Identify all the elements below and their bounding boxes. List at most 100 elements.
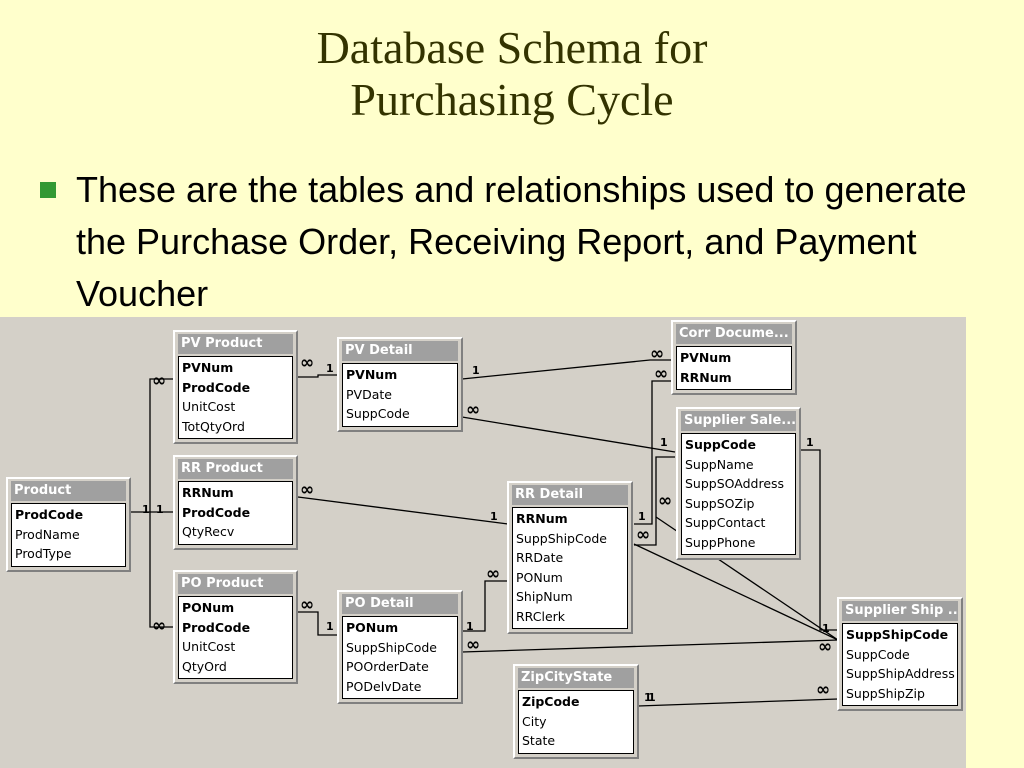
table-title[interactable]: Product [11, 481, 126, 501]
table-product[interactable]: Product ProdCode ProdName ProdType [6, 477, 131, 572]
field-item[interactable]: SuppCode [346, 406, 410, 421]
field-item[interactable]: SuppSOAddress [685, 476, 785, 491]
table-rr-detail[interactable]: RR Detail RRNum SuppShipCode RRDate PONu… [507, 481, 633, 634]
rel-pvproduct-pvdetail [298, 374, 338, 378]
rel-suppliersales-suppliership [800, 449, 838, 631]
field-list: PONum ProdCode UnitCost QtyOrd [178, 596, 293, 679]
field-item[interactable]: ProdCode [182, 379, 251, 395]
cardinality-one: 1 [644, 691, 652, 704]
slide-title-line-2: Purchasing Cycle [350, 74, 674, 125]
table-title[interactable]: ZipCityState [518, 668, 634, 688]
cardinality-many: ∞ [300, 480, 314, 500]
field-item[interactable]: ProdCode [15, 507, 84, 522]
table-title[interactable]: Supplier Ship ... [842, 601, 958, 621]
field-item[interactable]: RRNum [182, 485, 234, 500]
field-list: PONum SuppShipCode POOrderDate PODelvDat… [342, 616, 458, 699]
field-list: PVNum RRNum [676, 346, 792, 390]
rel-rrproduct-rrdetail [297, 496, 509, 525]
field-item[interactable]: TotQtyOrd [182, 418, 245, 434]
field-item[interactable]: UnitCost [182, 639, 236, 654]
table-title[interactable]: PO Product [178, 574, 293, 594]
table-title[interactable]: PO Detail [342, 594, 458, 614]
cardinality-many: ∞ [152, 371, 166, 391]
rel-pvdetail-corr [461, 359, 672, 380]
field-item[interactable]: City [522, 713, 547, 729]
cardinality-one: 1 [156, 503, 164, 516]
cardinality-many: ∞ [152, 616, 166, 636]
field-list: RRNum SuppShipCode RRDate PONum ShipNum … [512, 507, 628, 629]
cardinality-one: 1 [806, 436, 814, 449]
field-item[interactable]: ZipCode [522, 694, 580, 709]
field-item[interactable]: PODelvDate [346, 678, 422, 694]
field-list: PVNum PVDate SuppCode [342, 363, 458, 427]
field-item[interactable]: POOrderDate [346, 659, 429, 674]
field-item[interactable]: RRDate [516, 550, 564, 565]
rel-rrdetail-suppliership [634, 456, 675, 546]
table-corr-document[interactable]: Corr Docume... PVNum RRNum [671, 320, 797, 395]
bullet-text: These are the tables and relationships u… [76, 169, 967, 314]
field-item[interactable]: State [522, 733, 556, 748]
field-item[interactable]: ProdName [15, 526, 80, 542]
rel-zip-suppliership [637, 698, 839, 707]
rel-podetail-suppliership [461, 639, 839, 653]
field-item[interactable]: SuppShipZip [846, 685, 925, 701]
table-zip-city-state[interactable]: ZipCityState ZipCode City State [513, 664, 639, 759]
field-item[interactable]: PONum [182, 600, 235, 615]
table-title[interactable]: RR Product [178, 459, 293, 479]
table-title[interactable]: PV Detail [342, 341, 458, 361]
field-item[interactable]: PVNum [346, 367, 398, 382]
field-item[interactable]: PONum [516, 569, 563, 585]
cardinality-many: ∞ [300, 595, 314, 615]
table-title[interactable]: Corr Docume... [676, 324, 792, 344]
field-list: SuppCode SuppName SuppSOAddress SuppSOZi… [681, 433, 796, 555]
rel-pvdetail-suppliersales [461, 416, 676, 453]
cardinality-one: 1 [490, 510, 498, 523]
field-item[interactable]: ShipNum [516, 589, 573, 604]
table-po-detail[interactable]: PO Detail PONum SuppShipCode POOrderDate… [337, 590, 463, 704]
cardinality-one: 1 [638, 510, 646, 523]
field-item[interactable]: PVNum [182, 360, 234, 375]
field-item[interactable]: RRClerk [516, 608, 566, 624]
table-pv-detail[interactable]: PV Detail PVNum PVDate SuppCode [337, 337, 463, 432]
cardinality-many: ∞ [486, 564, 500, 584]
field-item[interactable]: PVNum [680, 350, 732, 365]
field-item[interactable]: QtyRecv [182, 524, 235, 539]
field-item[interactable]: SuppShipAddress [846, 666, 955, 681]
field-item[interactable]: RRNum [516, 511, 568, 526]
table-title[interactable]: Supplier Sale... [681, 411, 796, 431]
cardinality-many: ∞ [300, 353, 314, 373]
table-rr-product[interactable]: RR Product RRNum ProdCode QtyRecv [173, 455, 298, 550]
field-item[interactable]: SuppShipCode [846, 627, 949, 642]
field-item[interactable]: SuppSOZip [685, 495, 755, 511]
slide-title-line-1: Database Schema for [316, 22, 708, 73]
field-item[interactable]: UnitCost [182, 399, 236, 414]
field-item[interactable]: ProdCode [182, 504, 251, 520]
field-item[interactable]: SuppCode [846, 646, 910, 662]
field-item[interactable]: QtyOrd [182, 658, 227, 674]
field-item[interactable]: SuppContact [685, 515, 766, 530]
field-item[interactable]: SuppName [685, 456, 754, 472]
field-item[interactable]: SuppShipCode [346, 639, 437, 655]
field-item[interactable]: SuppCode [685, 437, 756, 452]
field-item[interactable]: ProdType [15, 546, 72, 561]
cardinality-many: ∞ [636, 525, 650, 545]
field-item[interactable]: ProdCode [182, 619, 251, 635]
table-po-product[interactable]: PO Product PONum ProdCode UnitCost QtyOr… [173, 570, 298, 684]
cardinality-one: 1 [326, 620, 334, 633]
table-supplier-sales[interactable]: Supplier Sale... SuppCode SuppName SuppS… [676, 407, 801, 560]
field-item[interactable]: RRNum [680, 369, 732, 385]
relationships-diagram: ∞ 1 1 ∞ ∞ 1 1 ∞ ∞ ∞ 1 1 ∞ 1 1 ∞ ∞ ∞ ∞ 1 … [0, 317, 966, 768]
field-item[interactable]: PVDate [346, 386, 392, 402]
field-item[interactable]: PONum [346, 620, 399, 635]
field-item[interactable]: SuppPhone [685, 534, 756, 550]
field-item[interactable]: SuppShipCode [516, 530, 607, 546]
rel-podetail-rrdetail [462, 580, 508, 632]
bullet-square-icon [40, 182, 56, 198]
table-supplier-ship[interactable]: Supplier Ship ... SuppShipCode SuppCode … [837, 597, 963, 711]
table-title[interactable]: PV Product [178, 334, 293, 354]
cardinality-many: ∞ [466, 400, 480, 420]
table-title[interactable]: RR Detail [512, 485, 628, 505]
table-pv-product[interactable]: PV Product PVNum ProdCode UnitCost TotQt… [173, 330, 298, 444]
cardinality-one: 1 [648, 691, 656, 704]
rel-product-pvproduct [130, 378, 175, 513]
